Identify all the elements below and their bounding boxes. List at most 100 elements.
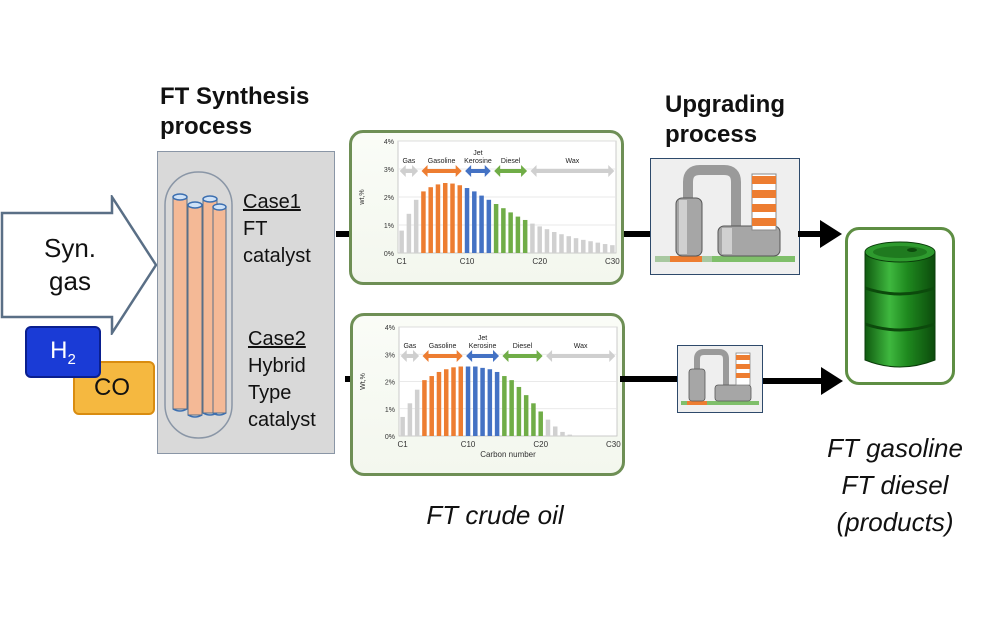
bar-c2 bbox=[406, 213, 412, 253]
fraction-arrow-gas bbox=[399, 165, 419, 177]
bar-c15 bbox=[502, 376, 507, 436]
bar-c16 bbox=[508, 212, 513, 253]
bar-c17 bbox=[515, 216, 521, 253]
bar-c19 bbox=[531, 403, 536, 436]
product-gasoline: FT gasoline bbox=[827, 433, 963, 463]
bar-c5 bbox=[429, 376, 434, 436]
x-tick-label: C30 bbox=[606, 440, 621, 449]
case2-text: Case2 Hybrid Type catalyst bbox=[248, 328, 316, 431]
bar-c3 bbox=[414, 389, 420, 436]
y-axis-label: Wt,% bbox=[360, 373, 367, 390]
bar-c1 bbox=[400, 416, 405, 436]
syngas-line2: gas bbox=[49, 266, 91, 296]
bar-c22 bbox=[551, 232, 557, 253]
x-tick-label: C1 bbox=[397, 257, 408, 266]
refinery-icon-large bbox=[655, 165, 795, 262]
bar-c9 bbox=[457, 185, 463, 253]
bar-c24 bbox=[566, 236, 572, 253]
bar-c18 bbox=[522, 219, 528, 253]
fraction-arrow-jet bbox=[466, 350, 500, 362]
x-axis-label: Carbon number bbox=[480, 450, 536, 459]
fraction-label-wax: Wax bbox=[574, 343, 588, 350]
fraction-label-gasoline: Gasoline bbox=[428, 158, 456, 165]
fraction-arrow-diesel bbox=[502, 350, 543, 362]
crude-oil-label: FT crude oil bbox=[426, 500, 564, 530]
bar-c2 bbox=[407, 403, 413, 436]
bar-c14 bbox=[493, 204, 499, 253]
bar-c5 bbox=[428, 187, 433, 253]
y-tick-label: 0% bbox=[384, 251, 394, 258]
bar-c21 bbox=[545, 419, 551, 436]
y-tick-label: 4% bbox=[384, 139, 394, 146]
bar-c7 bbox=[442, 183, 448, 253]
case1-title: Case1 bbox=[243, 191, 301, 213]
bar-c13 bbox=[487, 369, 493, 436]
bar-c7 bbox=[443, 369, 449, 436]
arrow-chart2-to-upgrade bbox=[620, 376, 677, 382]
products-label: FT gasoline FT diesel (products) bbox=[790, 430, 1000, 541]
fraction-arrow-gasoline bbox=[422, 350, 463, 362]
x-tick-label: C10 bbox=[460, 257, 475, 266]
bar-c10 bbox=[465, 366, 471, 436]
upgrading-title: Upgrading process bbox=[665, 91, 785, 148]
fraction-arrow-gas bbox=[400, 350, 420, 362]
arrow-upgrade-small-to-products bbox=[763, 367, 843, 395]
bar-c12 bbox=[479, 195, 484, 253]
y-tick-label: 3% bbox=[384, 167, 394, 174]
bar-c28 bbox=[595, 242, 601, 253]
bar-c29 bbox=[602, 244, 608, 253]
oil-drum-icon bbox=[864, 241, 936, 368]
fraction-arrow-gasoline bbox=[421, 165, 462, 177]
fraction-label-kerosine: Kerosine bbox=[469, 343, 497, 350]
y-tick-label: 2% bbox=[385, 380, 395, 387]
bar-c23 bbox=[560, 431, 565, 436]
fraction-arrow-wax bbox=[530, 165, 615, 177]
x-tick-label: C10 bbox=[461, 440, 476, 449]
fraction-label-diesel: Diesel bbox=[501, 158, 521, 165]
bar-c27 bbox=[588, 241, 593, 253]
bar-c4 bbox=[421, 191, 426, 253]
bar-c12 bbox=[480, 367, 485, 436]
x-tick-label: C20 bbox=[533, 440, 548, 449]
co-label: CO bbox=[94, 374, 130, 401]
connector-chart1-upgrade bbox=[623, 231, 651, 237]
bar-c21 bbox=[544, 229, 550, 253]
bar-c1 bbox=[399, 230, 404, 253]
fraction-label-kerosine: Kerosine bbox=[464, 158, 492, 165]
y-tick-label: 3% bbox=[385, 352, 395, 359]
y-axis-label: wt,% bbox=[359, 189, 366, 205]
bar-c23 bbox=[559, 234, 564, 253]
y-tick-label: 1% bbox=[385, 407, 395, 414]
co-chip: CO bbox=[73, 361, 155, 415]
x-tick-label: C30 bbox=[605, 257, 620, 266]
syngas-label: Syn. gas bbox=[20, 232, 120, 298]
bar-c10 bbox=[464, 188, 470, 253]
bar-c25 bbox=[573, 238, 579, 253]
fraction-arrow-jet bbox=[465, 165, 491, 177]
arrow-upgrade-large-to-products bbox=[798, 220, 842, 248]
h2-label: H2 bbox=[50, 336, 76, 368]
bar-c20 bbox=[537, 226, 542, 253]
bar-c22 bbox=[552, 426, 558, 436]
bar-c11 bbox=[472, 191, 477, 253]
bar-c20 bbox=[538, 411, 543, 436]
bar-c13 bbox=[486, 199, 492, 253]
bar-c26 bbox=[581, 239, 586, 253]
bar-c18 bbox=[523, 395, 529, 436]
bar-c16 bbox=[509, 380, 514, 436]
connector-reactor-chart1 bbox=[336, 231, 351, 237]
bar-c30 bbox=[610, 245, 615, 253]
case2-title: Case2 bbox=[248, 328, 306, 350]
refinery-icon-small bbox=[681, 349, 759, 405]
bar-c9 bbox=[458, 366, 464, 436]
fraction-label-wax: Wax bbox=[566, 158, 580, 165]
reactor-tubes-illustration bbox=[164, 171, 233, 439]
y-tick-label: 2% bbox=[384, 195, 394, 202]
bar-c11 bbox=[473, 366, 478, 436]
fraction-label-diesel: Diesel bbox=[513, 343, 533, 350]
bar-c3 bbox=[413, 199, 419, 253]
product-diesel: FT diesel bbox=[841, 470, 949, 500]
fraction-label-jet: Jet bbox=[478, 335, 487, 342]
